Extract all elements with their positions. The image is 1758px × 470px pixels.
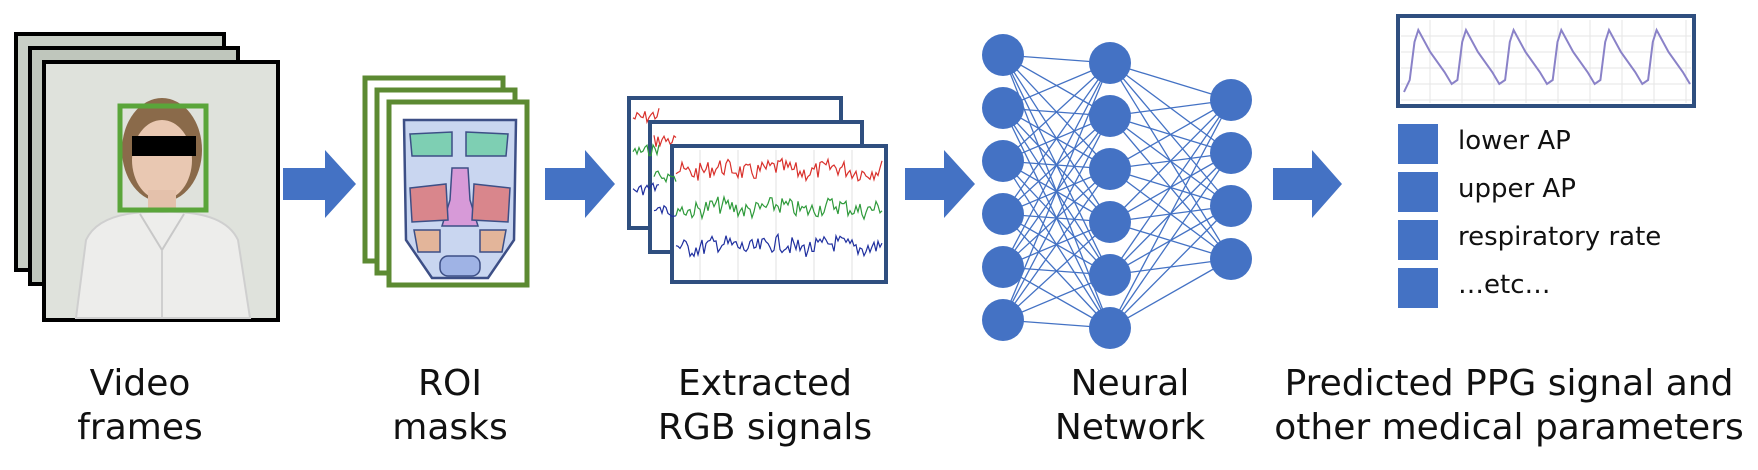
- blue-trace: [675, 232, 883, 258]
- roi-face-mask: [402, 118, 518, 280]
- ppg-waveform: [1403, 27, 1691, 93]
- rgb-signal-traces: [632, 108, 883, 280]
- nn-edge: [1109, 99, 1232, 170]
- output-markers: [1398, 124, 1438, 308]
- arrow-rgb-to-nn: [905, 150, 975, 218]
- output-label-etc: …etc…: [1458, 270, 1551, 300]
- nn-edge: [1109, 152, 1232, 329]
- nn-node-layer-2: [1089, 42, 1131, 84]
- arrow-nn-to-outputs: [1273, 150, 1342, 218]
- caption-nn-line1: Neural: [1070, 363, 1190, 404]
- nn-edge: [1002, 62, 1111, 162]
- roi-masks-stack: [362, 75, 530, 288]
- arrow-video-to-roi: [283, 150, 356, 218]
- neural-network-nodes: [982, 34, 1252, 349]
- caption-neural-network: Neural Network: [1030, 362, 1230, 450]
- nn-node-layer-1: [982, 87, 1024, 129]
- green-trace: [675, 194, 883, 221]
- back-red-trace: [632, 108, 660, 125]
- nn-node-layer-3: [1210, 79, 1252, 121]
- output-marker-etc: [1398, 268, 1438, 308]
- nn-node-layer-1: [982, 193, 1024, 235]
- nn-node-layer-1: [982, 299, 1024, 341]
- nn-edge: [1109, 62, 1232, 101]
- nn-node-layer-3: [1210, 238, 1252, 280]
- nn-node-layer-2: [1089, 201, 1131, 243]
- nn-node-layer-2: [1089, 254, 1131, 296]
- arrow-roi-to-rgb: [545, 150, 615, 218]
- nn-edge: [1109, 258, 1232, 329]
- video-frames-stack: [14, 32, 280, 322]
- nn-node-layer-3: [1210, 132, 1252, 174]
- rgb-signals-stack: [627, 96, 888, 284]
- caption-roi-masks: ROI masks: [370, 362, 530, 450]
- nn-edge: [1002, 221, 1111, 321]
- red-trace: [675, 157, 883, 183]
- caption-roi-line2: masks: [392, 407, 508, 448]
- caption-predicted: Predicted PPG signal and other medical p…: [1264, 362, 1754, 450]
- nn-node-layer-1: [982, 34, 1024, 76]
- nn-node-layer-3: [1210, 185, 1252, 227]
- caption-pred-line1: Predicted PPG signal and: [1284, 363, 1734, 404]
- nn-edge: [1002, 62, 1111, 215]
- nn-edge: [1109, 99, 1232, 329]
- output-label-lower-ap: lower AP: [1458, 126, 1571, 156]
- caption-video-line2: frames: [77, 407, 203, 448]
- caption-rgb-line2: RGB signals: [657, 407, 873, 448]
- caption-video-frames: Video frames: [40, 362, 240, 450]
- output-label-upper-ap: upper AP: [1458, 174, 1576, 204]
- face-detection-box: [117, 103, 209, 213]
- back-green-trace: [632, 143, 660, 157]
- nn-node-layer-2: [1089, 307, 1131, 349]
- eye-censor-bar: [132, 136, 196, 156]
- nn-node-layer-2: [1089, 148, 1131, 190]
- ppg-signal-plot: [1396, 14, 1696, 108]
- nn-edge: [1109, 205, 1232, 329]
- ppg-grid: [1401, 20, 1691, 103]
- nn-node-layer-2: [1089, 95, 1131, 137]
- mid-blue-trace: [653, 204, 677, 218]
- nn-edge: [1002, 115, 1111, 321]
- caption-rgb-signals: Extracted RGB signals: [645, 362, 885, 450]
- output-marker-respiratory-rate: [1398, 220, 1438, 260]
- mid-red-trace: [653, 134, 677, 148]
- caption-roi-line1: ROI: [418, 363, 482, 404]
- caption-nn-line2: Network: [1054, 407, 1206, 448]
- back-blue-trace: [632, 182, 660, 196]
- video-frame-photo: [42, 60, 280, 322]
- output-marker-upper-ap: [1398, 172, 1438, 212]
- mid-green-trace: [653, 170, 677, 184]
- nn-edge: [1109, 99, 1232, 276]
- nn-edge: [1109, 99, 1232, 223]
- nn-edge: [1002, 62, 1111, 268]
- output-marker-lower-ap: [1398, 124, 1438, 164]
- caption-pred-line2: other medical parameters: [1274, 407, 1744, 448]
- caption-video-line1: Video: [89, 363, 191, 404]
- caption-rgb-line1: Extracted: [678, 363, 852, 404]
- nn-node-layer-1: [982, 246, 1024, 288]
- nn-edge: [1002, 168, 1111, 321]
- nn-node-layer-1: [982, 140, 1024, 182]
- output-label-respiratory-rate: respiratory rate: [1458, 222, 1662, 252]
